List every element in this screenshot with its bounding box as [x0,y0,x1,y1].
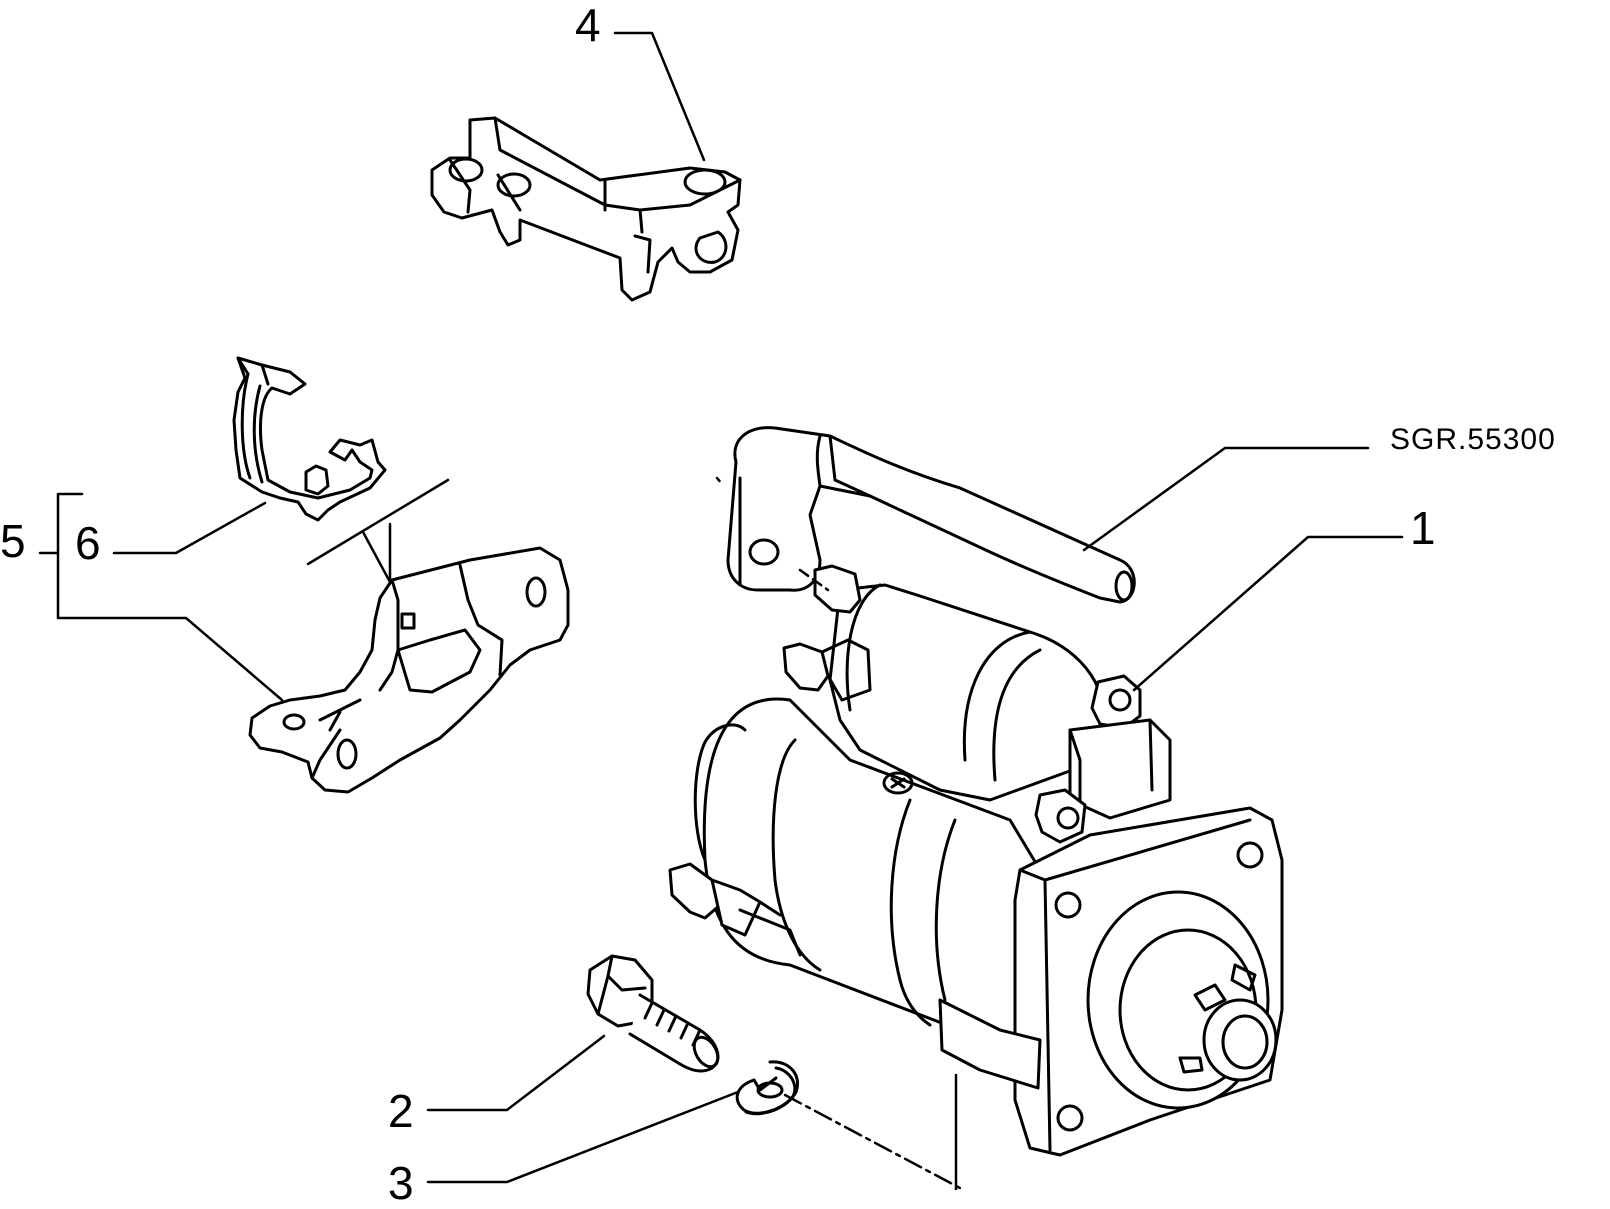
cable-tube [728,428,1134,602]
callout-2: 2 [388,1085,414,1137]
drawing-reference: SGR.55300 [1390,423,1556,456]
mounting-bracket-part-5 [250,548,568,792]
bolt-part-2 [588,956,723,1071]
callout-4: 4 [575,0,601,51]
starter-motor-part-1 [670,566,1282,1155]
lock-washer-part-3 [737,1062,797,1114]
cable-bracket-part-4 [432,118,740,300]
cable-clip-part-6 [234,358,385,520]
callout-5: 5 [0,515,26,567]
callout-1: 1 [1410,502,1436,554]
leader-lines [40,33,1402,1190]
callout-6: 6 [75,517,101,569]
callout-3: 3 [388,1157,414,1209]
